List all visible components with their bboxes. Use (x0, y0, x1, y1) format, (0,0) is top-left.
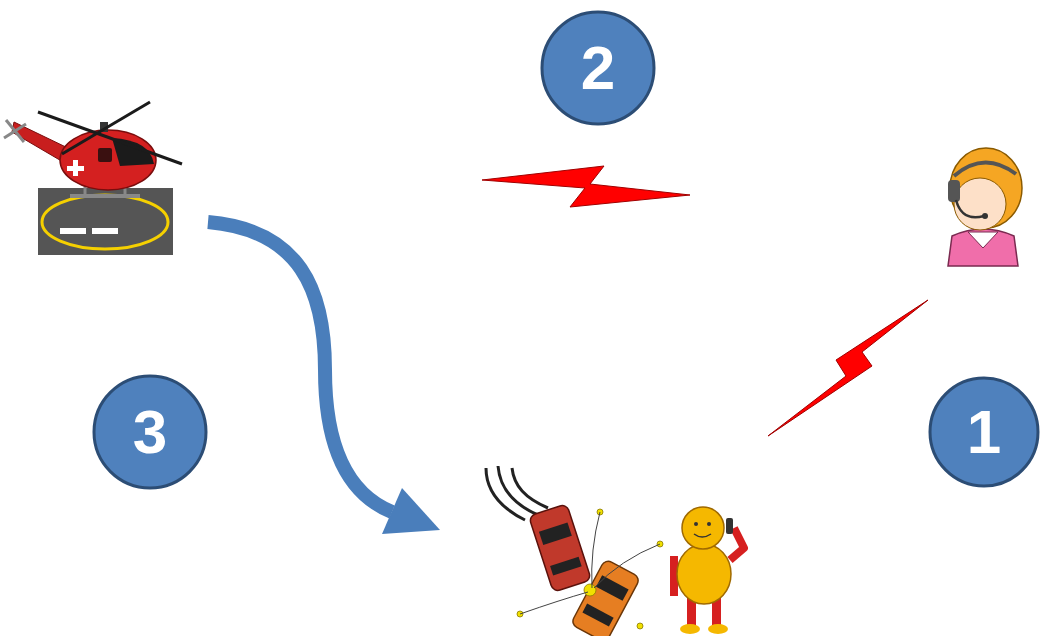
circle-shape (94, 376, 206, 488)
flight-arrow-head (382, 488, 440, 534)
helipad-mark (60, 228, 86, 234)
skid-mark (512, 468, 548, 508)
phone-lightning (768, 300, 928, 436)
flight-arrow-shaft (208, 222, 392, 512)
eye (694, 522, 698, 526)
headset-band (954, 162, 1016, 176)
mouth (694, 534, 711, 537)
rotor-blade (62, 102, 150, 154)
helipad (38, 188, 173, 255)
helicopter (4, 102, 182, 196)
dispatcher-collar (968, 232, 998, 248)
circle-shape (542, 12, 654, 124)
callout-circle: 1 (928, 376, 1040, 488)
skid-mark (498, 466, 538, 515)
callout-number: 3 (133, 401, 167, 463)
dispatcher-face (954, 178, 1006, 230)
helicopter-body (60, 130, 156, 190)
red-car (529, 504, 592, 592)
helipad-mark (92, 228, 118, 234)
callout-circle: 3 (92, 374, 208, 490)
helipad-ring (42, 195, 168, 249)
car-crash (486, 466, 663, 636)
tail-rotor (4, 120, 26, 142)
callout-number: 2 (581, 37, 615, 99)
crash-sparks (517, 509, 663, 629)
foot (708, 624, 728, 634)
spark-trail (520, 512, 660, 614)
side-window (98, 148, 112, 162)
eye (707, 522, 711, 526)
dispatcher (948, 148, 1022, 266)
foot (680, 624, 700, 634)
headset-ear (948, 180, 960, 202)
helipad-ground (38, 188, 173, 255)
mic-tip (982, 213, 988, 219)
radio-lightning (482, 166, 690, 207)
circle-shape (930, 378, 1038, 486)
head (682, 507, 724, 549)
callout-number: 1 (967, 401, 1001, 463)
caller-person (670, 507, 744, 634)
torso (677, 544, 731, 604)
skid-mark (486, 468, 525, 520)
phone (726, 518, 733, 534)
callout-circle: 2 (540, 10, 656, 126)
orange-car (571, 559, 641, 636)
skid (70, 194, 140, 198)
rotor-blade (38, 112, 182, 164)
swiss-cross (67, 160, 84, 176)
flight-arrow (208, 222, 440, 534)
dispatcher-body (948, 229, 1018, 266)
headset-mic (956, 200, 984, 217)
